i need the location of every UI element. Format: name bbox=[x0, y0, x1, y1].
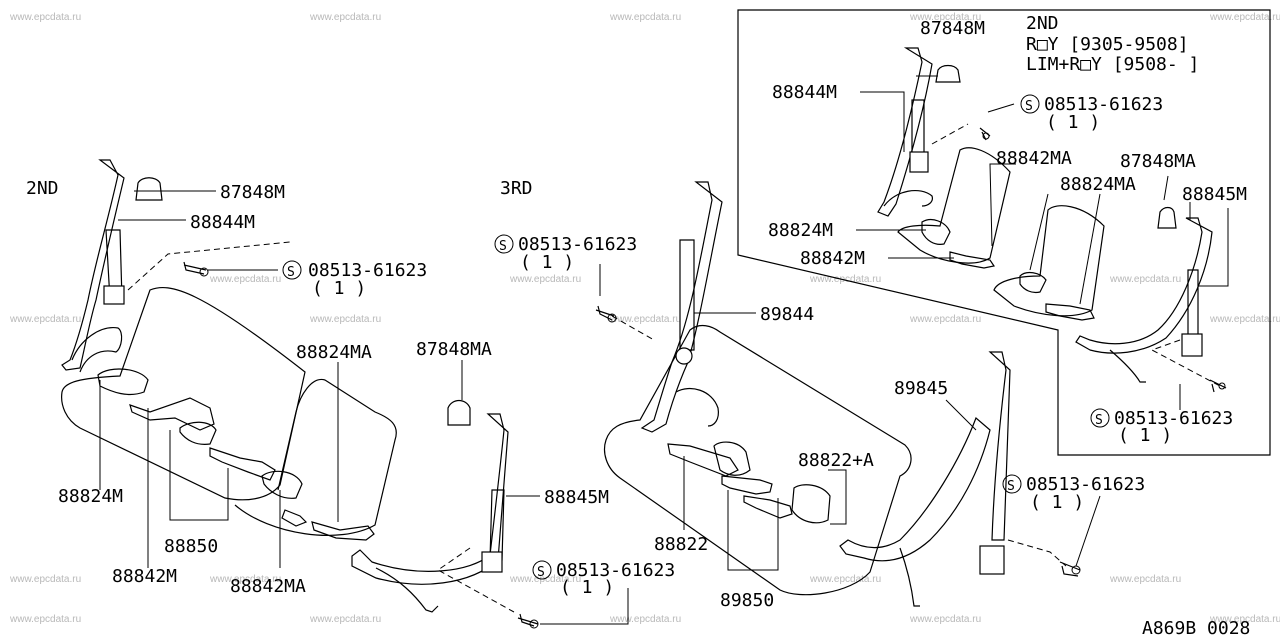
watermark: www.epcdata.ru bbox=[1209, 314, 1280, 325]
part-label-08513-left[interactable]: 08513-61623 bbox=[308, 260, 427, 281]
watermark: www.epcdata.ru bbox=[309, 12, 381, 23]
part-label-89845[interactable]: 89845 bbox=[894, 378, 948, 399]
watermark: www.epcdata.ru bbox=[309, 314, 381, 325]
part-label-08513-right[interactable]: 08513-61623 bbox=[1026, 474, 1145, 495]
watermark: www.epcdata.ru bbox=[509, 574, 581, 585]
watermark: www.epcdata.ru bbox=[9, 614, 81, 625]
watermark: www.epcdata.ru bbox=[509, 274, 581, 285]
section-label-3rd: 3RD bbox=[500, 178, 533, 199]
watermark: www.epcdata.ru bbox=[609, 12, 681, 23]
screw-symbol-s: S bbox=[1025, 99, 1033, 114]
watermark: www.epcdata.ru bbox=[1209, 12, 1280, 23]
watermark: www.epcdata.ru bbox=[909, 12, 981, 23]
qty-label-left: ( 1 ) bbox=[312, 278, 366, 299]
screw-symbol-icon bbox=[282, 260, 302, 280]
part-label-88824ma[interactable]: 88824MA bbox=[296, 342, 372, 363]
belt-89845 bbox=[839, 351, 1101, 607]
third-row-assembly bbox=[595, 181, 912, 596]
diagram-code: A869B 0028 bbox=[1142, 618, 1250, 639]
second-row-assembly bbox=[61, 159, 397, 541]
inset-part-label-88844m[interactable]: 88844M bbox=[772, 82, 837, 103]
screw-symbol-icon bbox=[1002, 474, 1022, 494]
watermark: www.epcdata.ru bbox=[9, 574, 81, 585]
part-label-88844m[interactable]: 88844M bbox=[190, 212, 255, 233]
watermark: www.epcdata.ru bbox=[9, 12, 81, 23]
inset-frame bbox=[737, 9, 1271, 456]
watermark: www.epcdata.ru bbox=[309, 614, 381, 625]
labels: 2ND 3RD 87848M 88844M S 08513-61623 ( 1 … bbox=[26, 13, 1250, 639]
inset-part-label-88845m[interactable]: 88845M bbox=[1182, 184, 1247, 205]
watermark: www.epcdata.ru bbox=[9, 314, 81, 325]
inset-part-label-88824ma[interactable]: 88824MA bbox=[1060, 174, 1136, 195]
qty-label-bottom: ( 1 ) bbox=[560, 577, 614, 598]
screw-symbol-s: S bbox=[1007, 479, 1015, 494]
inset-part-label-87848ma[interactable]: 87848MA bbox=[1120, 151, 1196, 172]
screw-symbol-icon bbox=[1020, 94, 1040, 114]
screw-symbol-s: S bbox=[499, 239, 507, 254]
section-label-2nd: 2ND bbox=[26, 178, 59, 199]
inset-part-label-88824m[interactable]: 88824M bbox=[768, 220, 833, 241]
screw-symbol-icon bbox=[532, 560, 552, 580]
part-label-88822[interactable]: 88822 bbox=[654, 534, 708, 555]
part-label-89850[interactable]: 89850 bbox=[720, 590, 774, 611]
inset-part-label-88842ma[interactable]: 88842MA bbox=[996, 148, 1072, 169]
inset-part-label-87848m[interactable]: 87848M bbox=[920, 18, 985, 39]
inset-line-2: LIM+R□Y [9508- ] bbox=[1026, 54, 1199, 75]
belt-88845m bbox=[351, 399, 629, 629]
leaders-left bbox=[99, 190, 463, 568]
inset-part-label-08513-top[interactable]: 08513-61623 bbox=[1044, 94, 1163, 115]
part-label-87848ma[interactable]: 87848MA bbox=[416, 339, 492, 360]
screw-symbol-s: S bbox=[287, 265, 295, 280]
inset-assembly bbox=[856, 47, 1229, 410]
part-label-08513-center[interactable]: 08513-61623 bbox=[518, 234, 637, 255]
watermark: www.epcdata.ru bbox=[209, 274, 281, 285]
inset-title: 2ND bbox=[1026, 13, 1059, 34]
part-label-88842m[interactable]: 88842M bbox=[112, 566, 177, 587]
watermark: www.epcdata.ru bbox=[909, 614, 981, 625]
screw-symbol-s: S bbox=[537, 565, 545, 580]
inset-qty-label-bottom: ( 1 ) bbox=[1118, 425, 1172, 446]
part-label-88824m[interactable]: 88824M bbox=[58, 486, 123, 507]
part-label-08513-bottom[interactable]: 08513-61623 bbox=[556, 560, 675, 581]
watermark: www.epcdata.ru bbox=[209, 574, 281, 585]
part-label-88822a[interactable]: 88822+A bbox=[798, 450, 874, 471]
watermark: www.epcdata.ru bbox=[1209, 614, 1280, 625]
part-label-88850[interactable]: 88850 bbox=[164, 536, 218, 557]
part-label-89844[interactable]: 89844 bbox=[760, 304, 814, 325]
screw-symbol-icon bbox=[1090, 408, 1110, 428]
inset-part-label-88842m[interactable]: 88842M bbox=[800, 248, 865, 269]
watermark: www.epcdata.ru bbox=[809, 574, 881, 585]
watermark: www.epcdata.ru bbox=[1109, 274, 1181, 285]
screw-symbol-icon bbox=[494, 234, 514, 254]
qty-label-right: ( 1 ) bbox=[1030, 492, 1084, 513]
qty-label-center: ( 1 ) bbox=[520, 252, 574, 273]
watermark: www.epcdata.ru bbox=[609, 614, 681, 625]
part-label-88845m[interactable]: 88845M bbox=[544, 487, 609, 508]
inset-qty-label-top: ( 1 ) bbox=[1046, 112, 1100, 133]
inset-line-1: R□Y [9305-9508] bbox=[1026, 34, 1189, 55]
watermark: www.epcdata.ru bbox=[1109, 574, 1181, 585]
watermark: www.epcdata.ru bbox=[909, 314, 981, 325]
inset-part-label-08513-bottom[interactable]: 08513-61623 bbox=[1114, 408, 1233, 429]
part-label-88842ma[interactable]: 88842MA bbox=[230, 576, 306, 597]
part-label-87848m[interactable]: 87848M bbox=[220, 182, 285, 203]
screw-symbol-s: S bbox=[1095, 413, 1103, 428]
watermark: www.epcdata.ru bbox=[609, 314, 681, 325]
